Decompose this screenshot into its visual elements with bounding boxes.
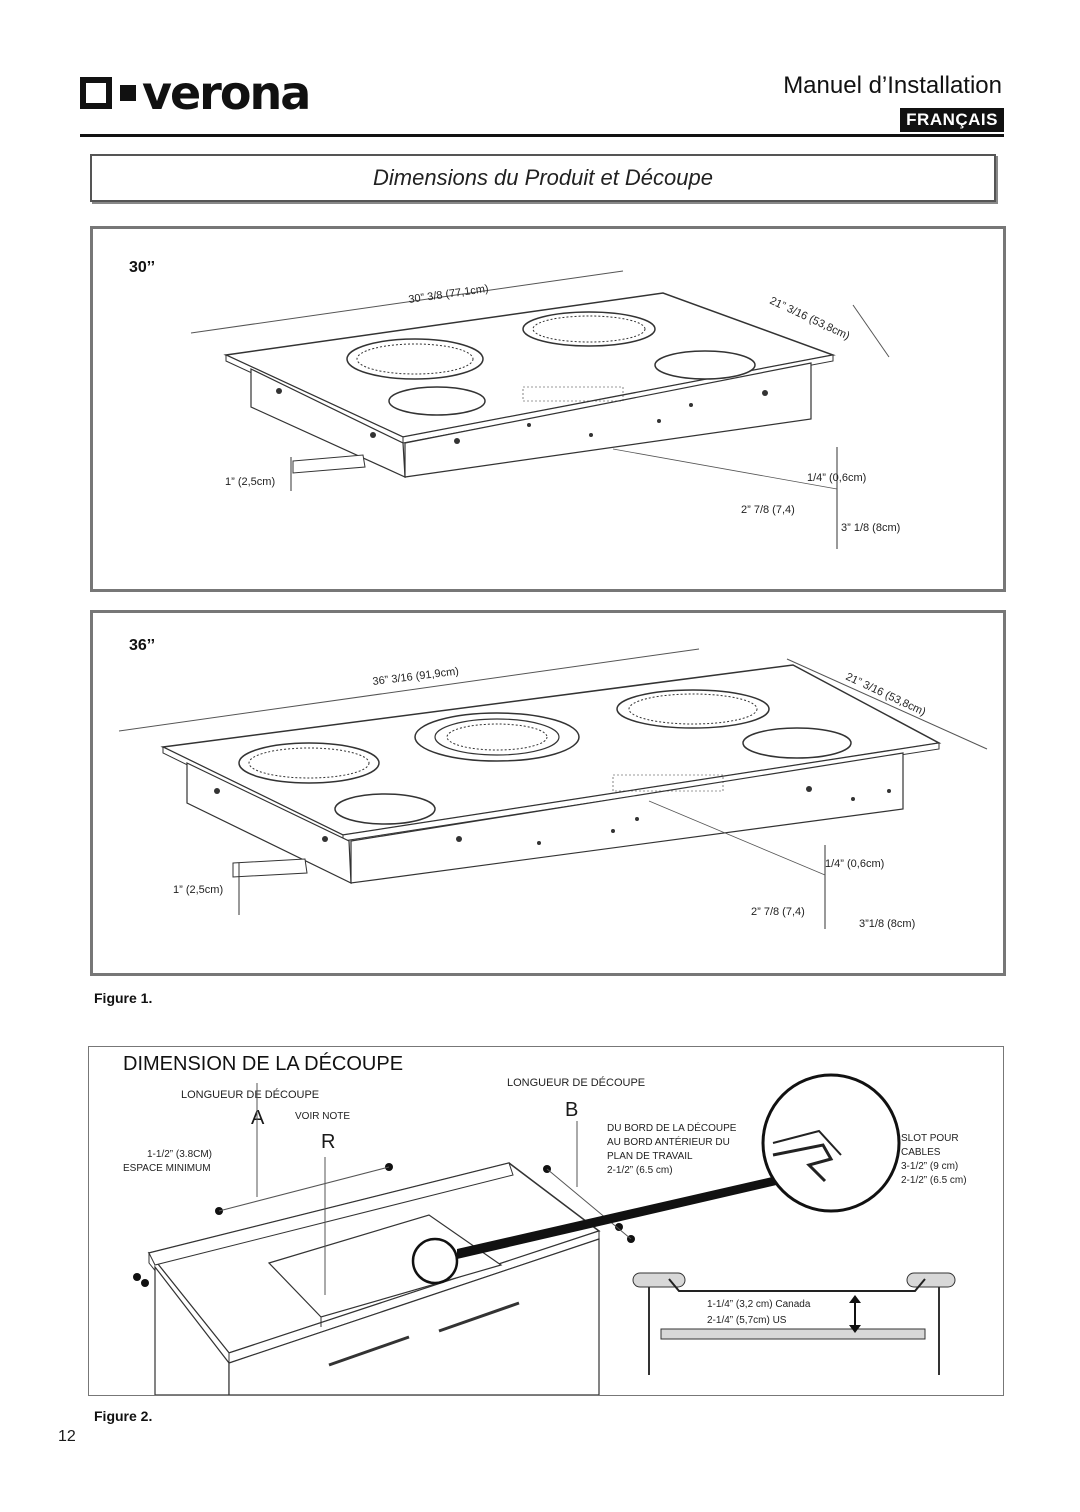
- controls-36: [214, 774, 891, 845]
- bord-label-1: DU BORD DE LA DÉCOUPE: [607, 1123, 737, 1134]
- thickness-label-30: 1” (2,5cm): [225, 476, 275, 488]
- figure-30-panel: 30’’ 30” 3/8 (77,1cm) 21” 3/16 (53,8cm) …: [90, 226, 1006, 592]
- height-label-36: 3”1/8 (8cm): [859, 918, 915, 930]
- cabinet-front: [228, 1238, 600, 1395]
- slot-label-2: CABLES: [901, 1147, 941, 1158]
- depth-us-label: 2-1/4” (5,7cm) US: [707, 1315, 787, 1326]
- section-title: Dimensions du Produit et Découpe: [373, 165, 713, 190]
- brand-name: verona: [142, 66, 311, 120]
- cutout-drawing: [133, 1073, 956, 1395]
- logo-block-icon: [120, 85, 136, 101]
- cooktop-36-drawing: 36” 3/16 (91,9cm) 21” 3/16 (53,8cm) 1” (…: [118, 648, 988, 930]
- voir-note: VOIR NOTE: [295, 1111, 351, 1122]
- page-title: Manuel d’Installation: [783, 72, 1002, 99]
- bord-label-4: 2-1/2” (6.5 cm): [607, 1165, 673, 1176]
- logo-square-icon: [80, 77, 112, 109]
- cooktop-30-drawing: 30” 3/8 (77,1cm) 21” 3/16 (53,8cm) 1” (2…: [190, 270, 900, 549]
- burner-30-2: [522, 311, 656, 347]
- page-number: 12: [58, 1428, 76, 1445]
- burner-30-1: [346, 338, 484, 380]
- section-shelf: [660, 1328, 926, 1340]
- header-divider: [80, 134, 1004, 137]
- burner-36-2: [414, 712, 580, 762]
- burner-30-3: [388, 386, 486, 416]
- glass-label-30: 1/4” (0,6cm): [807, 472, 866, 484]
- figure-2-caption: Figure 2.: [94, 1408, 153, 1424]
- brand-logo: verona: [80, 66, 311, 120]
- bord-label-3: PLAN DE TRAVAIL: [607, 1151, 693, 1162]
- burner-36-1: [238, 742, 380, 784]
- burner-36-4: [334, 793, 436, 825]
- section-counter-right: [906, 1272, 956, 1288]
- depth-canada-label: 1-1/4” (3,2 cm) Canada: [707, 1299, 811, 1310]
- below-label-30: 2” 7/8 (7,4): [741, 504, 795, 516]
- burner-30-4: [654, 350, 756, 380]
- section-title-box: Dimensions du Produit et Découpe: [90, 154, 996, 202]
- size-label-36: 36’’: [129, 637, 156, 654]
- width-label-30: 30” 3/8 (77,1cm): [408, 283, 490, 306]
- cabinet-side: [154, 1265, 230, 1395]
- slot-label-4: 2-1/2” (6.5 cm): [901, 1175, 967, 1186]
- espace-label-2: ESPACE MINIMUM: [123, 1163, 211, 1174]
- section-counter-left: [632, 1272, 686, 1288]
- bord-label-2: AU BORD ANTÉRIEUR DU: [607, 1137, 730, 1148]
- espace-label-1: 1-1/2” (3.8CM): [147, 1149, 213, 1160]
- letter-a: A: [251, 1107, 265, 1129]
- slot-label-3: 3-1/2” (9 cm): [901, 1161, 959, 1172]
- size-label-30: 30’’: [129, 259, 156, 276]
- figure-36-panel: 36’’ 36” 3/16 (91,9cm) 21” 3/16 (53,8cm)…: [90, 610, 1006, 976]
- glass-label-36: 1/4” (0,6cm): [825, 858, 884, 870]
- cutout-title: DIMENSION DE LA DÉCOUPE: [123, 1053, 404, 1075]
- height-label-30: 3” 1/8 (8cm): [841, 522, 900, 534]
- housing-front-36: [350, 752, 904, 884]
- letter-r: R: [321, 1131, 336, 1153]
- below-label-36: 2” 7/8 (7,4): [751, 906, 805, 918]
- thickness-label-36: 1” (2,5cm): [173, 884, 223, 896]
- housing-front-30: [404, 362, 812, 478]
- burner-36-5: [742, 727, 852, 759]
- burner-36-3: [616, 689, 770, 729]
- zoom-connector: [457, 1175, 785, 1259]
- length-label-b: LONGUEUR DE DÉCOUPE: [507, 1077, 646, 1089]
- letter-b: B: [565, 1099, 579, 1121]
- figure-2-panel: DIMENSION DE LA DÉCOUPE LONGUEUR DE DÉCO…: [88, 1046, 1004, 1396]
- language-badge: FRANÇAIS: [900, 108, 1004, 132]
- slot-label-1: SLOT POUR: [901, 1133, 959, 1144]
- controls-30: [276, 386, 768, 444]
- length-label-a: LONGUEUR DE DÉCOUPE: [181, 1089, 320, 1101]
- figure-1-caption: Figure 1.: [94, 990, 153, 1006]
